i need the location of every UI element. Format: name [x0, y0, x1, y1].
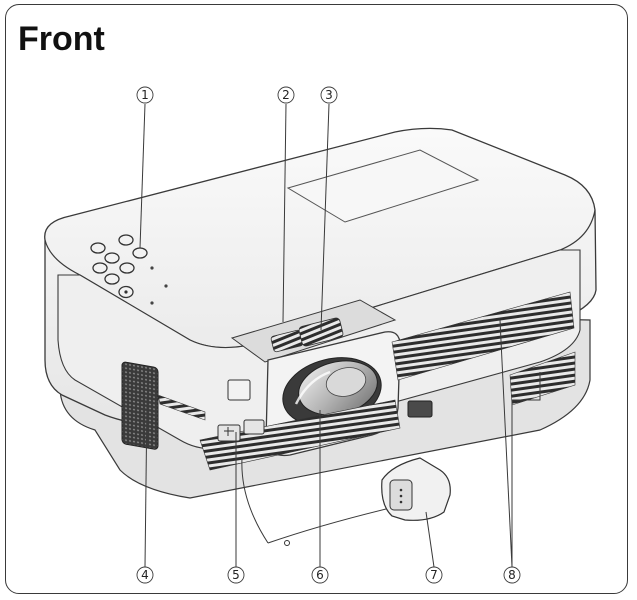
- control-button: [119, 262, 135, 274]
- front-vents: [157, 291, 576, 471]
- page-title: Front: [18, 20, 105, 58]
- control-button: [92, 262, 108, 274]
- indicator-led: [150, 266, 154, 270]
- speaker-grille: [121, 361, 159, 450]
- adjustable-foot: [407, 400, 433, 418]
- control-panel: [90, 234, 168, 305]
- svg-text:2: 2: [282, 88, 290, 102]
- zoom-focus-rings: [270, 317, 344, 353]
- callout-6: 6: [311, 566, 329, 584]
- callout-5: 5: [227, 566, 245, 584]
- callout-8: 8: [503, 566, 521, 584]
- callout-7: 7: [425, 566, 443, 584]
- callout-1: 1: [136, 86, 154, 104]
- lens-cover-switch: [217, 379, 265, 442]
- control-button: [104, 273, 120, 285]
- diagram-frame: [5, 4, 628, 594]
- control-button: [104, 252, 120, 264]
- control-button: [132, 247, 148, 259]
- svg-text:8: 8: [508, 568, 516, 582]
- indicator-led: [164, 284, 168, 288]
- indicator-led: [150, 301, 154, 305]
- svg-text:4: 4: [141, 568, 149, 582]
- leader-lines: [139, 103, 541, 568]
- control-button: [118, 234, 134, 246]
- svg-text:6: 6: [316, 568, 324, 582]
- callout-3: 3: [320, 86, 338, 104]
- svg-text:5: 5: [232, 568, 240, 582]
- svg-text:7: 7: [430, 568, 438, 582]
- callout-4: 4: [136, 566, 154, 584]
- svg-text:1: 1: [141, 88, 149, 102]
- callout-2: 2: [277, 86, 295, 104]
- svg-text:3: 3: [325, 88, 333, 102]
- lens-cap: [241, 457, 451, 546]
- control-button: [90, 242, 106, 254]
